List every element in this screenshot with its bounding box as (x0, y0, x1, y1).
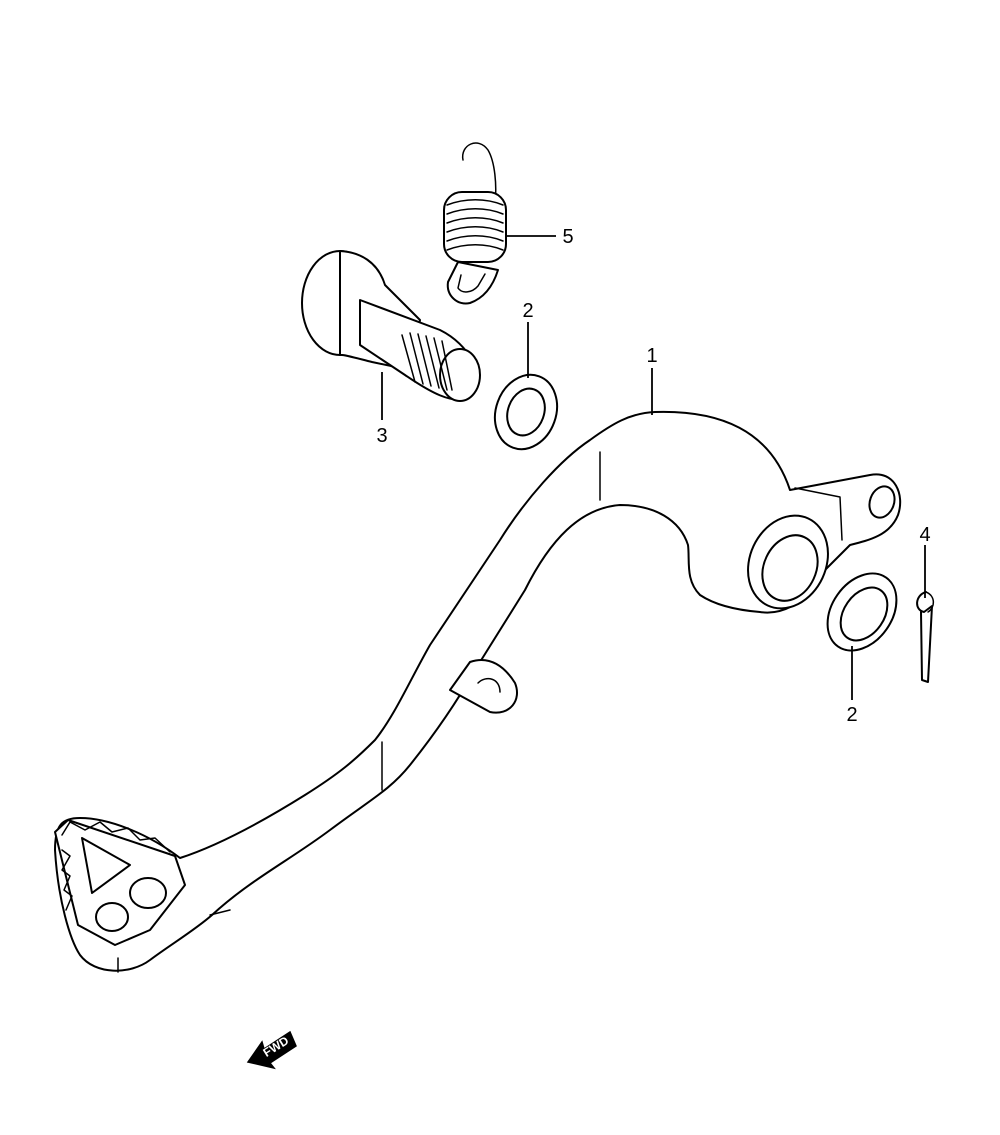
brake-pedal (54, 410, 902, 973)
cotter-pin (916, 591, 935, 683)
callout-2-upper: 2 (522, 300, 533, 322)
callout-3: 3 (376, 425, 387, 447)
washer-upper (493, 373, 559, 451)
washer-lower (826, 572, 898, 652)
fwd-direction-badge: FWD (246, 1030, 297, 1070)
callout-1: 1 (646, 345, 657, 367)
pivot-bolt (301, 250, 481, 402)
arrow-left-down-icon (246, 1030, 297, 1070)
callout-4: 4 (919, 524, 930, 546)
return-spring (443, 142, 507, 305)
callout-5: 5 (562, 226, 573, 248)
callout-2-lower: 2 (846, 704, 857, 726)
